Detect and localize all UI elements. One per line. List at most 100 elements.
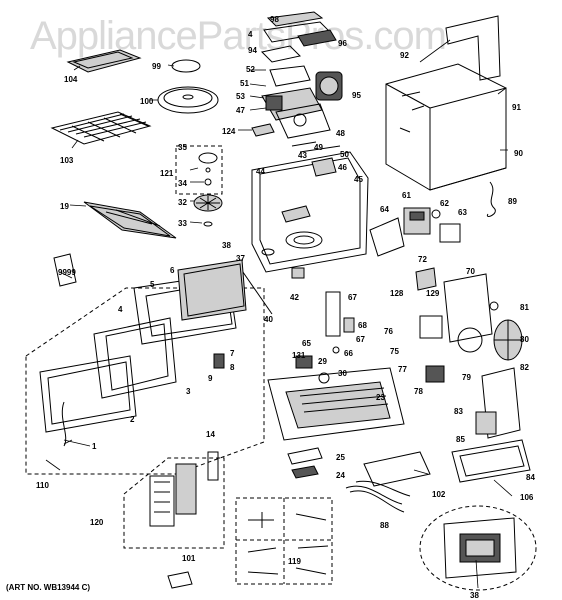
control-board-parts — [149, 463, 197, 527]
roller-ring-99 — [171, 59, 201, 73]
callout-88: 88 — [380, 521, 389, 530]
callout-66: 66 — [344, 349, 353, 358]
callout-67b: 67 — [356, 335, 365, 344]
bottom-plate-23 — [267, 355, 405, 441]
grease-filter-104 — [66, 49, 142, 73]
outer-case — [385, 15, 507, 191]
control-board-box-120 — [123, 457, 225, 549]
callout-47: 47 — [236, 106, 245, 115]
callout-51: 51 — [240, 79, 249, 88]
callout-34: 34 — [178, 179, 187, 188]
callout-90: 90 — [514, 149, 523, 158]
callout-52: 52 — [246, 65, 255, 74]
vent-fan-assembly — [260, 11, 343, 101]
bracket-14 — [207, 451, 219, 481]
control-panel-19 — [83, 201, 177, 239]
interlock-switches — [325, 291, 355, 354]
callout-83: 83 — [454, 407, 463, 416]
part-42 — [291, 267, 305, 279]
callout-129: 129 — [426, 289, 440, 298]
part-24 — [291, 465, 319, 479]
callout-92: 92 — [400, 51, 409, 60]
stirrer-blade-32 — [193, 194, 223, 227]
callout-25: 25 — [336, 453, 345, 462]
callout-110: 110 — [36, 481, 49, 490]
callout-119: 119 — [288, 557, 301, 566]
door-frame — [39, 259, 247, 447]
callout-45: 45 — [354, 175, 363, 184]
wire-harness-88 — [345, 480, 411, 513]
callout-30: 30 — [338, 369, 347, 378]
callout-14: 14 — [206, 430, 215, 439]
callout-76: 76 — [384, 327, 393, 336]
callout-103: 103 — [60, 156, 74, 165]
callout-79: 79 — [462, 373, 471, 382]
callout-81: 81 — [520, 303, 529, 312]
callout-38a: 38 — [222, 241, 231, 250]
callout-128: 128 — [390, 289, 404, 298]
callout-80: 80 — [520, 335, 529, 344]
callout-2: 2 — [130, 415, 135, 424]
fan-motor-bracket — [251, 87, 331, 139]
callout-99: 99 — [152, 62, 161, 71]
callout-102: 102 — [432, 490, 446, 499]
callout-67a: 67 — [348, 293, 357, 302]
callout-42: 42 — [290, 293, 299, 302]
stirrer-kit-box-121 — [175, 145, 223, 195]
owners-manual-9999 — [53, 253, 77, 287]
callout-32: 32 — [178, 198, 187, 207]
callout-100: 100 — [140, 97, 154, 106]
door-assembly-box-110 — [25, 287, 265, 475]
callout-19: 19 — [60, 202, 69, 211]
power-cord-89 — [486, 181, 496, 217]
magnetron-group — [415, 267, 523, 383]
callout-64: 64 — [380, 205, 389, 214]
callout-89: 89 — [508, 197, 517, 206]
callout-104: 104 — [64, 75, 78, 84]
callout-5: 5 — [150, 280, 155, 289]
callout-94: 94 — [248, 46, 257, 55]
callout-44: 44 — [256, 167, 265, 176]
callout-62: 62 — [440, 199, 449, 208]
callout-72: 72 — [418, 255, 427, 264]
callout-38b: 38 — [470, 591, 479, 600]
callout-98: 98 — [270, 15, 279, 24]
callout-106: 106 — [520, 493, 534, 502]
callout-43: 43 — [298, 151, 307, 160]
callout-9999: 9999 — [58, 268, 76, 277]
stirrer-parts — [198, 152, 218, 186]
callout-1: 1 — [92, 442, 97, 451]
callout-124: 124 — [222, 127, 236, 136]
callout-50: 50 — [340, 150, 349, 159]
oven-cavity — [251, 141, 369, 273]
roller-37 — [261, 248, 275, 256]
callout-40: 40 — [264, 315, 273, 324]
watermark: AppliancePartsPros.com — [30, 14, 447, 58]
part-25 — [287, 447, 323, 465]
callout-4b: 4 — [248, 30, 253, 39]
hardware-parts — [247, 512, 329, 575]
callout-120: 120 — [90, 518, 104, 527]
callout-48: 48 — [336, 129, 345, 138]
callout-63: 63 — [458, 208, 467, 217]
callout-65: 65 — [302, 339, 311, 348]
callouts: 104 99 100 103 19 35 121 34 32 33 9999 9… — [36, 15, 535, 600]
template-circle-38 — [419, 505, 537, 591]
callout-70: 70 — [466, 267, 475, 276]
callout-24: 24 — [336, 471, 345, 480]
callout-131: 131 — [292, 351, 306, 360]
callout-96: 96 — [338, 39, 347, 48]
callout-7: 7 — [230, 349, 235, 358]
callout-91: 91 — [512, 103, 521, 112]
callout-33: 33 — [178, 219, 187, 228]
lower-right-parts — [451, 367, 531, 483]
callout-78: 78 — [414, 387, 423, 396]
callout-6: 6 — [170, 266, 175, 275]
callout-3: 3 — [186, 387, 191, 396]
callout-77: 77 — [398, 365, 407, 374]
callout-29: 29 — [318, 357, 327, 366]
callout-84: 84 — [526, 473, 535, 482]
callout-61: 61 — [402, 191, 411, 200]
